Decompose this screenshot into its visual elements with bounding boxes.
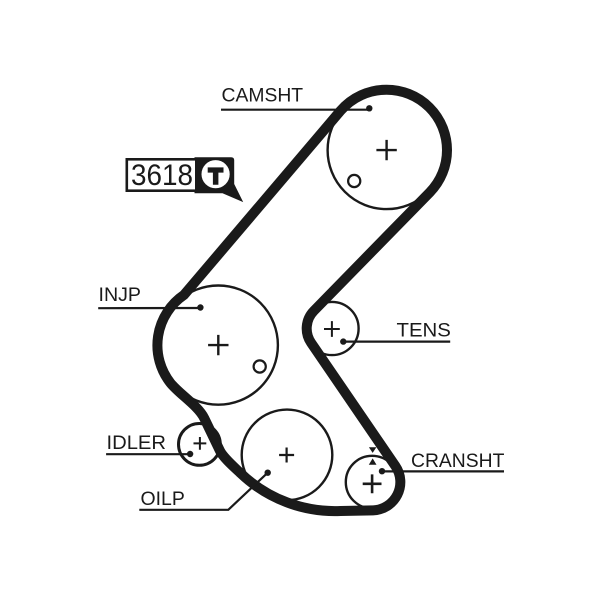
svg-text:IDLER: IDLER xyxy=(107,432,167,454)
svg-text:CAMSHT: CAMSHT xyxy=(222,85,304,107)
svg-text:TENS: TENS xyxy=(397,319,451,341)
svg-text:INJP: INJP xyxy=(99,284,142,306)
svg-text:OILP: OILP xyxy=(141,488,185,510)
svg-text:3618: 3618 xyxy=(131,159,193,192)
svg-text:CRANSHT: CRANSHT xyxy=(411,450,504,472)
